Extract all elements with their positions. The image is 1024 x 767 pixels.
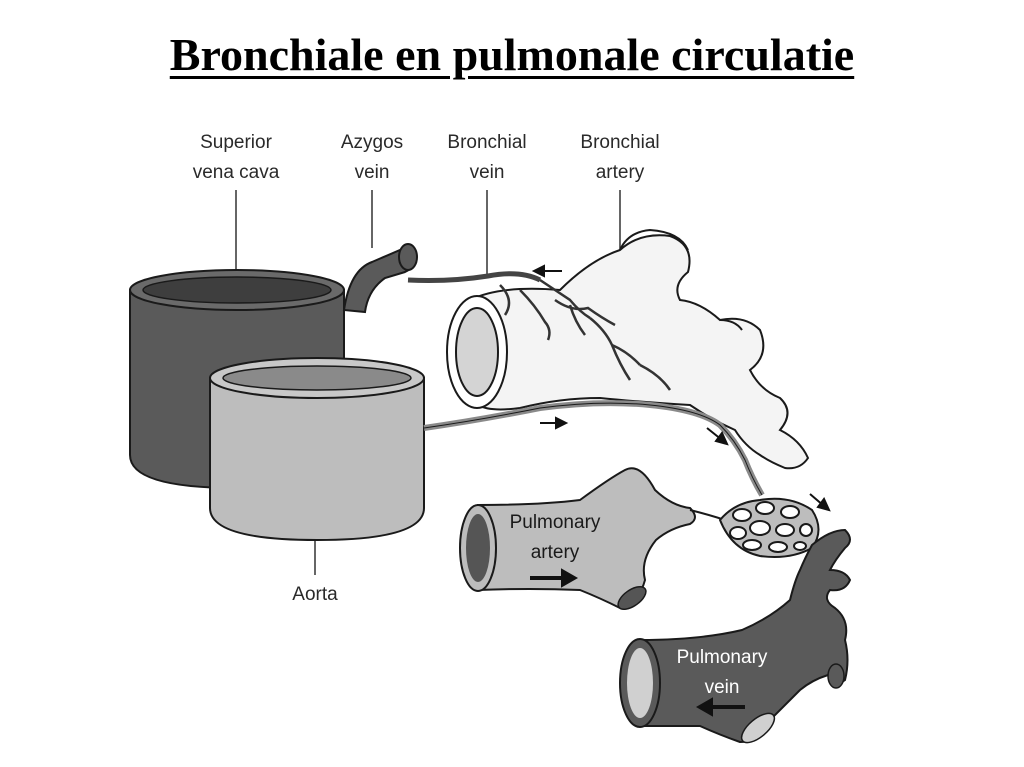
arrow-right-bronchial-artery [540, 416, 569, 430]
label-pulmonary-artery-line1: Pulmonary [510, 512, 601, 533]
arrow-down-right-1 [706, 427, 729, 446]
label-pulmonary-artery-line2: artery [531, 542, 580, 563]
aorta [209, 357, 425, 542]
label-svc-line1: Superior [200, 132, 272, 153]
arrow-right-pulmonary-artery [530, 568, 579, 588]
label-bronchial-artery-line2: artery [596, 162, 645, 183]
pulmonary-vein [619, 528, 852, 744]
bronchial-artery-vessel [423, 400, 765, 497]
bronchial-artery-outline [423, 402, 763, 496]
label-bronchial-vein-line1: Bronchial [447, 132, 526, 153]
label-pulmonary-vein-line2: vein [705, 677, 740, 698]
capillary-network [718, 497, 820, 558]
slide-title: Bronchiale en pulmonale circulatie [0, 28, 1024, 81]
flow-arrows [530, 264, 831, 717]
arrow-down-right-2 [809, 493, 831, 512]
title-text: Bronchiale en pulmonale circulatie [169, 29, 855, 80]
label-svc-line2: vena cava [193, 162, 280, 183]
bronchial-tree [446, 228, 810, 470]
arrow-left-pulmonary-vein [695, 697, 745, 717]
label-azygos-line2: vein [355, 162, 390, 183]
bronchial-vein-vessel [407, 271, 542, 283]
label-pulmonary-vein-line1: Pulmonary [677, 647, 768, 668]
arrow-left-bronchial-vein [531, 264, 562, 278]
azygos-vein [342, 243, 418, 314]
label-aorta: Aorta [292, 584, 338, 605]
label-bronchial-artery-line1: Bronchial [580, 132, 659, 153]
label-bronchial-vein-line2: vein [470, 162, 505, 183]
label-azygos-line1: Azygos [341, 132, 403, 153]
pulmonary-artery [459, 467, 726, 611]
diagram-labels: Superior vena cava Azygos vein Bronchial… [193, 132, 768, 698]
bronchial-vein-branches [499, 278, 672, 391]
